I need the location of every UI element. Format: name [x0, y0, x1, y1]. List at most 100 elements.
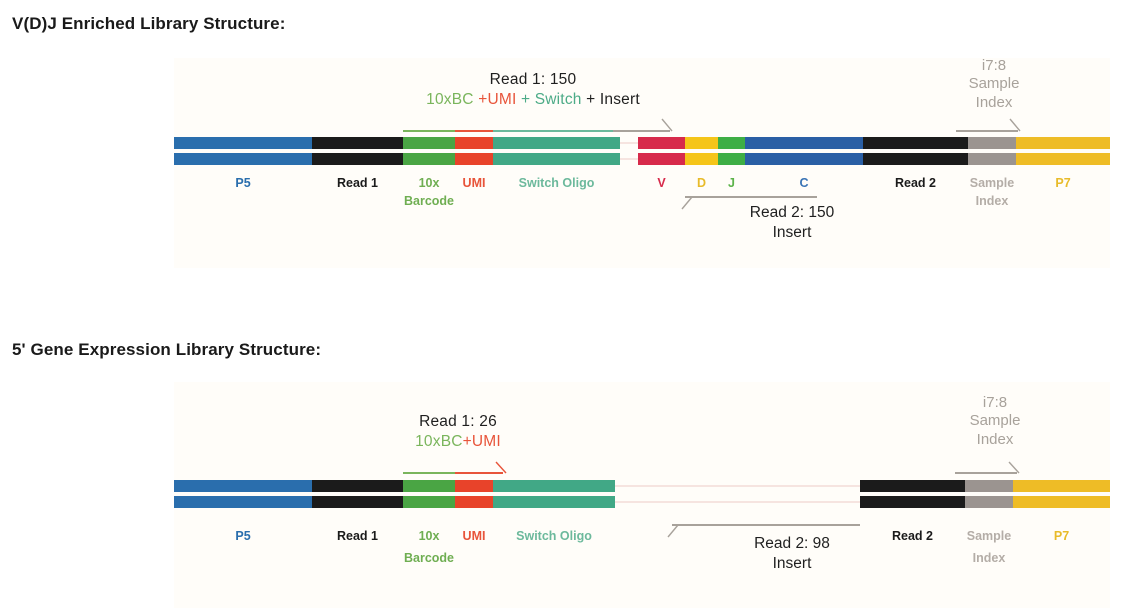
vdj-segment-read1: [312, 137, 403, 149]
gex-segment-read2: [860, 480, 965, 492]
gex-segment-sample-index: [965, 480, 1013, 492]
gex-index-annotation: i7:8 Sample Index: [970, 394, 1021, 449]
gex-bottom-strand: [0, 496, 1130, 508]
gex-index-line3: Index: [976, 430, 1014, 448]
vdj-read1-switch: + Switch: [520, 91, 582, 108]
gex-segment-sample-index: [965, 496, 1013, 508]
gex-label-read1: Read 1: [337, 529, 378, 543]
vdj-label-P5: P5: [235, 176, 251, 190]
vdj-label-read2: Read 2: [895, 176, 936, 190]
vdj-connector-line: [620, 142, 638, 144]
vdj-read1-rule-teal: [493, 130, 613, 132]
vdj-read2-length: Read 2: 150: [749, 204, 835, 221]
vdj-read1-rule-green: [403, 130, 455, 132]
vdj-read1-composition: 10xBC +UMI + Switch + Insert: [426, 91, 640, 109]
gex-label-switch-oligo: Switch Oligo: [516, 529, 592, 543]
vdj-segment-c-gene: [745, 137, 863, 149]
gex-segment-p7: [1013, 480, 1110, 492]
vdj-label-c-gene: C: [799, 176, 809, 190]
vdj-read2-insert: Insert: [772, 224, 812, 242]
gex-read1-length: Read 1: 26: [419, 413, 497, 430]
gex-label-p7: P7: [1053, 529, 1070, 543]
vdj-label-p7: P7: [1055, 176, 1071, 190]
gex-index-rule: [955, 472, 1017, 474]
gex-panel-background: [174, 382, 1110, 608]
gex-segment-P5: [174, 480, 312, 492]
vdj-read2-rule: [685, 196, 817, 198]
gex-segment-switch-oligo: [493, 496, 615, 508]
vdj-read1-bc: 10xBC: [426, 91, 474, 108]
gex-index-line2: Sample: [969, 412, 1021, 430]
vdj-segment-switch-oligo: [493, 137, 620, 149]
vdj-read1-rule-red: [455, 130, 493, 132]
gex-segment-umi: [455, 480, 493, 492]
gex-label-10x-barcode: 10x: [418, 529, 440, 543]
vdj-segment-d-gene: [685, 137, 718, 149]
vdj-read2-arrowhead: [681, 196, 693, 210]
vdj-segment-sample-index: [968, 153, 1016, 165]
vdj-label-umi: UMI: [462, 176, 486, 190]
gex-read1-arrowhead: [495, 461, 507, 474]
vdj-segment-read2: [863, 137, 968, 149]
vdj-read1-rule-gray: [613, 130, 670, 132]
vdj-segment-j-gene: [718, 137, 745, 149]
gex-segment-P5: [174, 496, 312, 508]
vdj-read1-arrowhead: [661, 118, 673, 132]
vdj-read1-length: Read 1: 150: [489, 71, 577, 88]
vdj-read1-annotation: Read 1: 150 10xBC +UMI + Switch + Insert: [426, 71, 640, 109]
vdj-segment-read1: [312, 153, 403, 165]
gex-read1-rule-red: [455, 472, 503, 474]
vdj-segment-v-gene: [638, 137, 685, 149]
vdj-segment-umi: [455, 153, 493, 165]
gex-read2-rule: [672, 524, 860, 526]
vdj-index-rule: [956, 130, 1018, 132]
vdj-label-switch-oligo: Switch Oligo: [518, 176, 595, 190]
gex-read1-composition: 10xBC+UMI: [415, 433, 501, 451]
vdj-connector-line: [620, 158, 638, 160]
vdj-segment-p7: [1016, 137, 1110, 149]
vdj-sublabel-10x-barcode: Barcode: [403, 194, 455, 208]
vdj-segment-switch-oligo: [493, 153, 620, 165]
gex-label-P5: P5: [235, 529, 251, 543]
gex-label-umi: UMI: [462, 529, 486, 543]
gex-read1-bc: 10xBC: [415, 433, 463, 450]
gex-section-title: 5' Gene Expression Library Structure:: [12, 340, 322, 359]
gex-read1-annotation: Read 1: 26 10xBC+UMI: [415, 413, 501, 451]
vdj-read1-umi: +UMI: [478, 91, 517, 108]
gex-read1-rule-green: [403, 472, 455, 474]
gex-read2-length: Read 2: 98: [754, 535, 830, 552]
gex-segment-read1: [312, 480, 403, 492]
vdj-segment-P5: [174, 137, 312, 149]
vdj-segment-d-gene: [685, 153, 718, 165]
gex-label-sample-index: Sample: [966, 529, 1012, 543]
gex-connector-line: [615, 485, 860, 487]
vdj-read1-insert: + Insert: [586, 91, 640, 108]
gex-read2-insert: Insert: [772, 555, 812, 573]
vdj-segment-read2: [863, 153, 968, 165]
gex-index-arrowhead: [1008, 461, 1020, 474]
vdj-segment-p7: [1016, 153, 1110, 165]
gex-top-strand: [0, 480, 1130, 492]
vdj-label-v-gene: V: [657, 176, 666, 190]
gex-segment-10x-barcode: [403, 480, 455, 492]
vdj-segment-10x-barcode: [403, 137, 455, 149]
gex-read2-arrowhead: [667, 524, 679, 538]
vdj-label-j-gene: J: [728, 176, 735, 190]
vdj-segment-sample-index: [968, 137, 1016, 149]
vdj-segment-v-gene: [638, 153, 685, 165]
vdj-index-line2: Sample: [968, 75, 1020, 93]
vdj-segment-umi: [455, 137, 493, 149]
vdj-index-arrowhead: [1009, 118, 1021, 132]
gex-sublabel-10x-barcode: Barcode: [403, 551, 455, 565]
vdj-bottom-strand: [0, 153, 1130, 165]
gex-sublabel-sample-index: Index: [972, 551, 1006, 565]
vdj-index-annotation: i7:8 Sample Index: [969, 57, 1020, 112]
gex-segment-umi: [455, 496, 493, 508]
vdj-index-line3: Index: [975, 93, 1013, 111]
vdj-segment-P5: [174, 153, 312, 165]
gex-segment-switch-oligo: [493, 480, 615, 492]
vdj-section-title: V(D)J Enriched Library Structure:: [12, 14, 286, 33]
gex-read1-umi: +UMI: [462, 433, 501, 450]
vdj-segment-j-gene: [718, 153, 745, 165]
